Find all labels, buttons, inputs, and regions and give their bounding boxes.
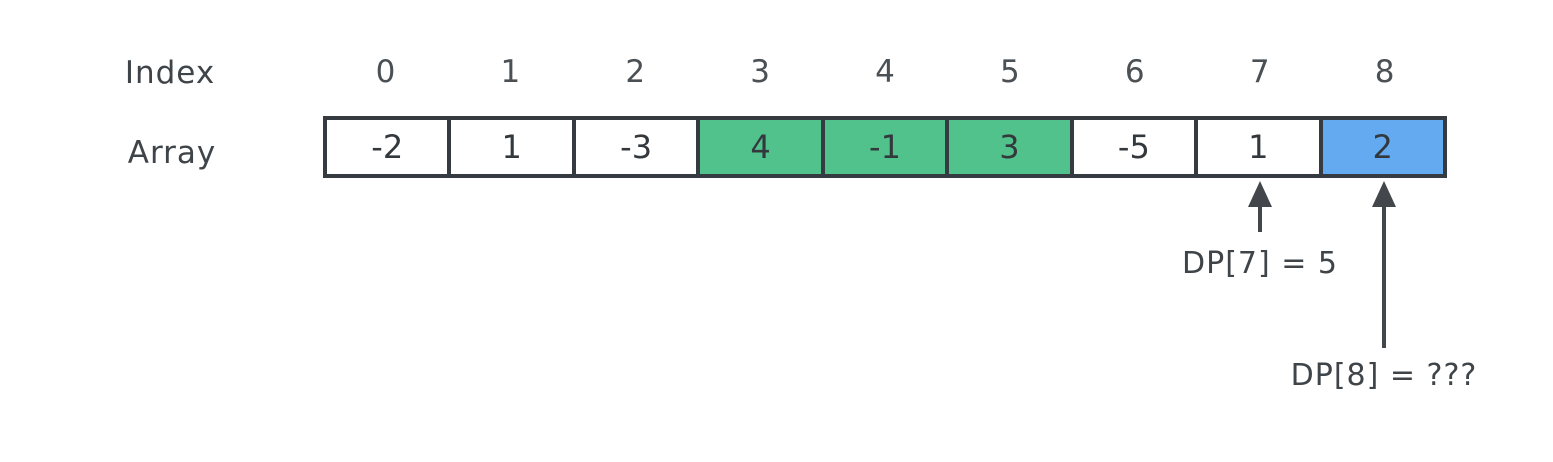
up-arrow-icon <box>1366 180 1402 348</box>
index-label-4: 4 <box>875 54 895 90</box>
index-label-5: 5 <box>1000 54 1020 90</box>
array-cell-2: -3 <box>571 120 697 174</box>
index-label-0: 0 <box>375 54 396 90</box>
array-cell-7: 1 <box>1194 120 1319 174</box>
index-label-6: 6 <box>1124 54 1145 90</box>
index-label-8: 8 <box>1374 54 1395 90</box>
array-cell-8: 2 <box>1318 120 1443 174</box>
index-row: 0 1 2 3 4 5 6 7 8 <box>323 52 1447 92</box>
array-cell-3: 4 <box>696 120 821 174</box>
index-label-1: 1 <box>500 54 521 90</box>
array-row-label: Array <box>127 135 217 171</box>
index-label-7: 7 <box>1249 54 1270 90</box>
index-row-label: Index <box>124 55 216 91</box>
array-cell-5: 3 <box>945 120 1070 174</box>
array-cell-6: -5 <box>1069 120 1195 174</box>
array-row: -2 1 -3 4 -1 3 -5 1 2 <box>323 116 1447 178</box>
array-cell-4: -1 <box>820 120 946 174</box>
up-arrow-icon <box>1242 180 1278 232</box>
dp8-annotation-label: DP[8] = ??? <box>1290 358 1478 393</box>
dp7-annotation-label: DP[7] = 5 <box>1182 246 1338 281</box>
index-label-2: 2 <box>625 54 646 90</box>
index-label-3: 3 <box>750 54 770 90</box>
array-cell-0: -2 <box>327 120 448 174</box>
array-cell-1: 1 <box>447 120 572 174</box>
